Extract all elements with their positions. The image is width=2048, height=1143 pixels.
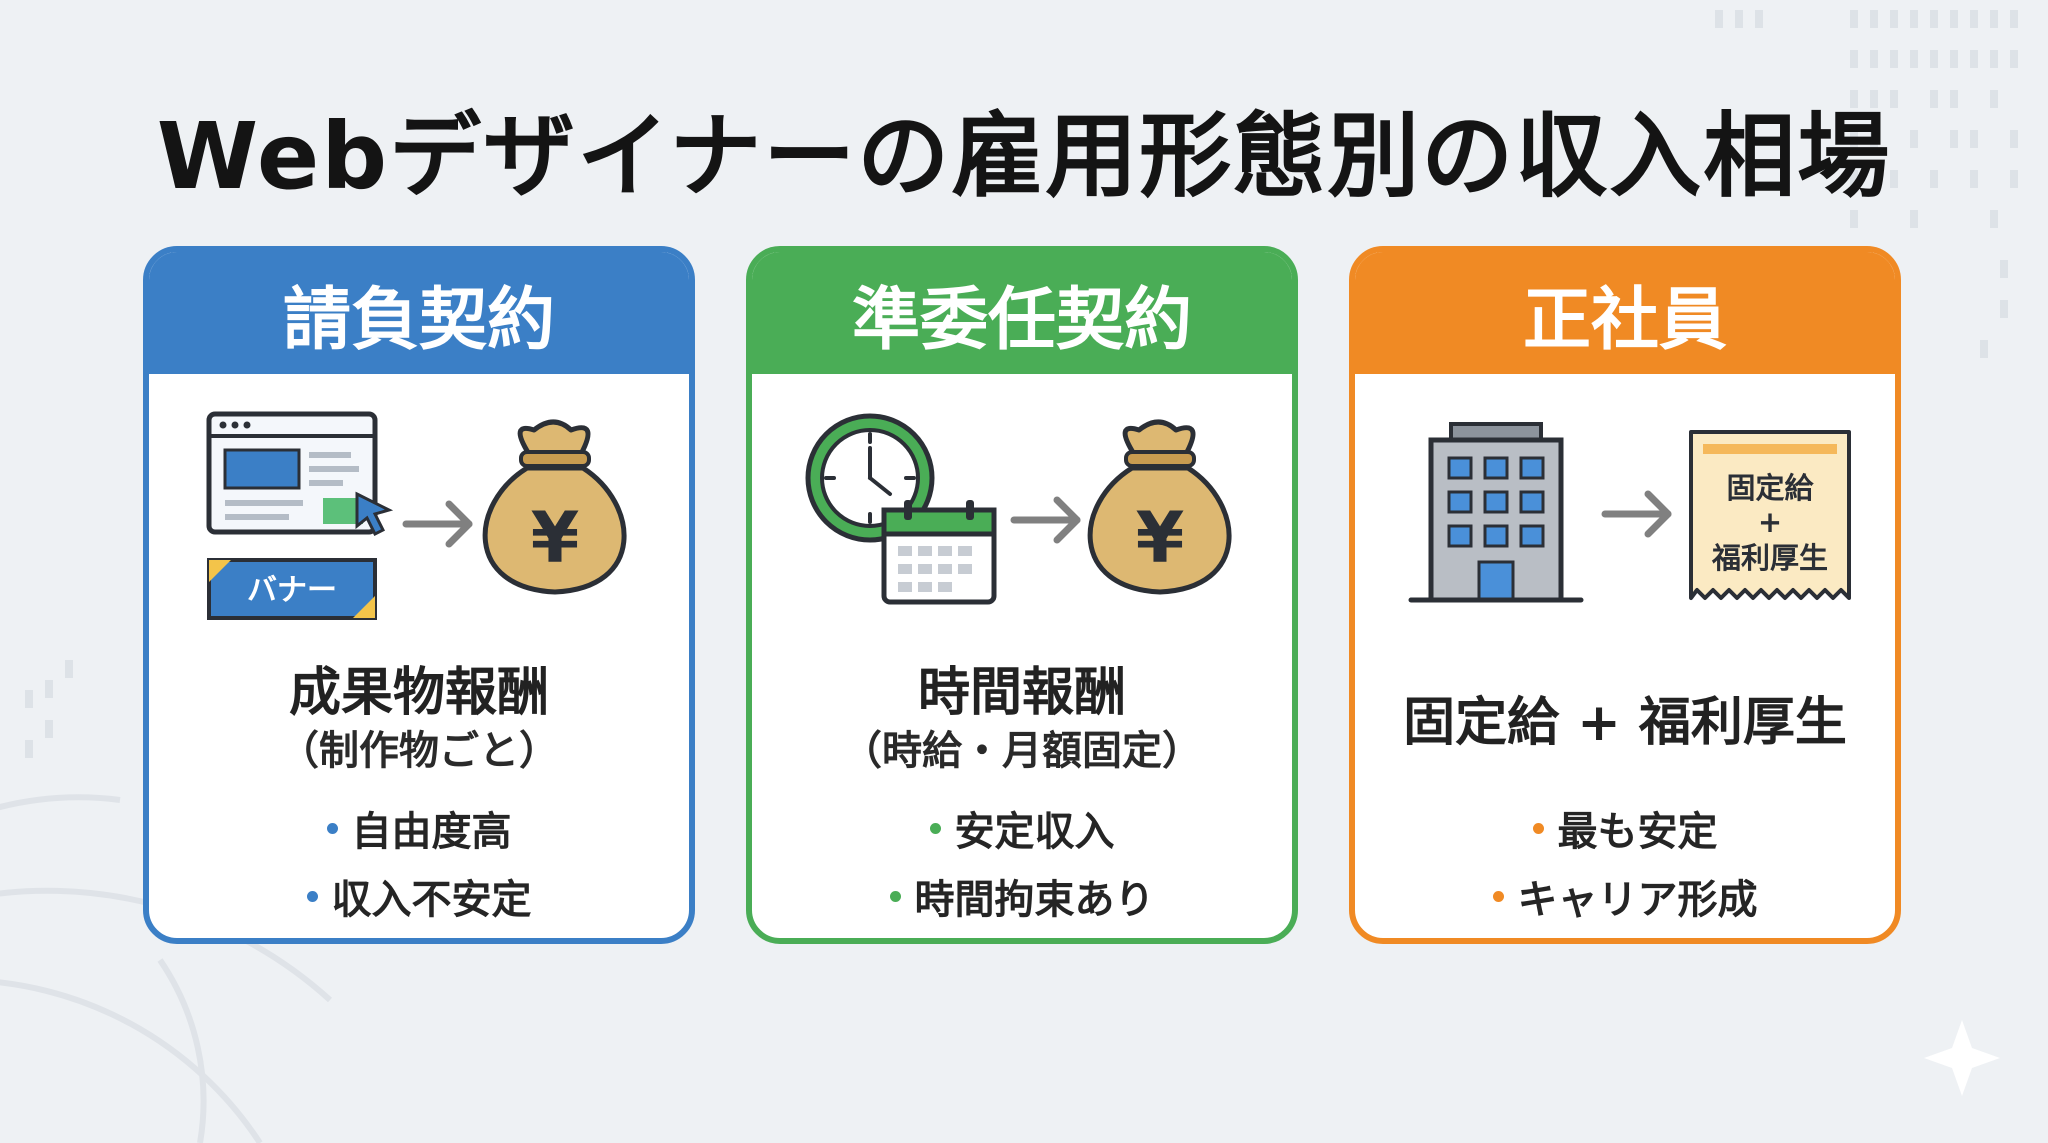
card-title: 準委任契約 [851,280,1192,360]
yen-symbol: ¥ [531,497,580,579]
card-header: 請負契約 [149,252,689,374]
payment-type: 時間報酬 [917,663,1126,723]
bullet-list: 自由度高 収入不安定 [149,799,689,925]
illustration: バナー ¥ [206,411,627,620]
payment-note: （時給・月額固定） [842,728,1202,774]
list-item: 収入不安定 [306,867,532,925]
banner-label: バナー [247,573,337,608]
card-body: バナー ¥ 成果物報酬 （制作物ごと） 自由度高 収入不安定 [149,374,689,938]
yen-money-bag-icon: ¥ [482,419,627,595]
yen-symbol: ¥ [1136,497,1185,579]
bullet-list: 安定収入 時間拘束あり [752,799,1292,925]
cursor-icon [355,491,394,537]
card-title: 請負契約 [282,280,555,360]
payment-type: 成果物報酬 [288,663,549,723]
illustration: ¥ [805,413,1232,605]
bullet-dot [929,822,941,834]
office-building-icon [1408,422,1584,603]
right-arrow-icon [1601,490,1672,538]
illustration: 固定給 + 福利厚生 [1408,422,1851,603]
bullet-dot [306,890,318,902]
card-ukeoi: 請負契約 バナー [143,246,695,944]
payslip-receipt-icon: 固定給 + 福利厚生 [1689,430,1851,600]
right-arrow-icon [1010,496,1081,544]
receipt-plus: + [1758,505,1782,539]
card-header: 正社員 [1355,252,1895,374]
bullet-list: 最も安定 キャリア形成 [1355,799,1895,925]
right-arrow-icon [402,500,473,548]
receipt-line-2: 福利厚生 [1711,541,1828,575]
bullet-dot [1492,890,1504,902]
card-body: 固定給 + 福利厚生 固定給 + 福利厚生 最も安定 キャリア形成 [1355,374,1895,938]
payment-type: 固定給 + 福利厚生 [1403,693,1847,753]
card-header: 準委任契約 [752,252,1292,374]
bullet-dot [889,890,901,902]
page-title: Webデザイナーの雇用形態別の収入相場 [156,103,1892,210]
sparkle-icon [1924,1020,2000,1096]
list-item: 安定収入 [929,799,1115,857]
list-item: 時間拘束あり [889,867,1155,925]
receipt-line-1: 固定給 [1726,471,1814,505]
list-item: キャリア形成 [1492,867,1758,925]
list-item: 最も安定 [1532,799,1718,857]
banner-icon: バナー [207,558,377,620]
list-item: 自由度高 [326,799,512,857]
bullet-dot [326,822,338,834]
yen-money-bag-icon: ¥ [1087,419,1232,595]
card-title: 正社員 [1522,280,1727,360]
card-junini: 準委任契約 [746,246,1298,944]
card-seishain: 正社員 固定給 + [1349,246,1901,944]
bullet-dot [1532,822,1544,834]
payment-note: （制作物ごと） [279,728,559,774]
web-page-icon [206,411,394,537]
calendar-icon [881,500,997,605]
card-body: ¥ 時間報酬 （時給・月額固定） 安定収入 時間拘束あり [752,374,1292,938]
